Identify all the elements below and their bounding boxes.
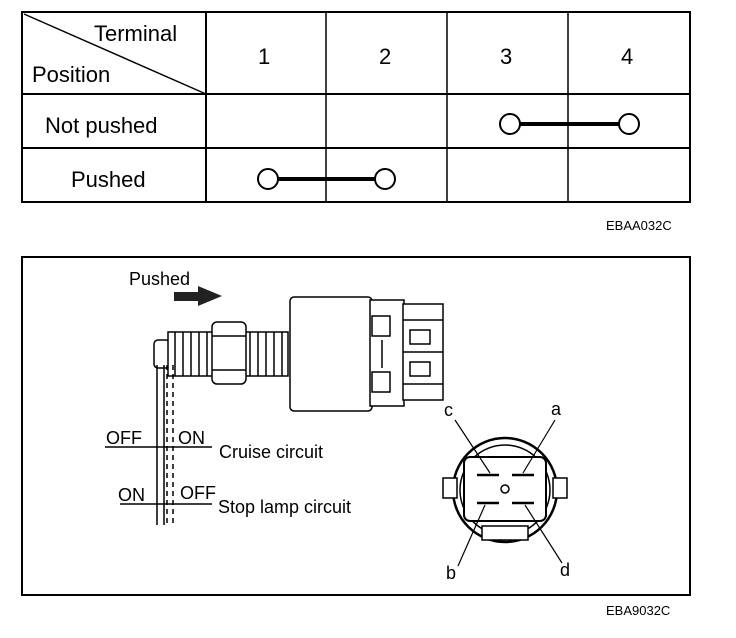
- row-not-pushed-label: Not pushed: [45, 113, 158, 138]
- stop-lamp-on-label: ON: [118, 485, 145, 505]
- terminal-4-label: 4: [621, 44, 634, 69]
- connection-not-pushed-3-4: [499, 113, 640, 135]
- table-figure-code: EBAA032C: [606, 218, 672, 233]
- cruise-on-label: ON: [178, 428, 205, 448]
- cruise-off-label: OFF: [106, 428, 142, 448]
- terminal-3-label: 3: [500, 44, 513, 69]
- cruise-circuit-label: Cruise circuit: [219, 442, 324, 462]
- row-pushed-label: Pushed: [71, 167, 146, 192]
- diagram-figure-code: EBA9032C: [606, 603, 671, 618]
- connector-face: [442, 436, 568, 544]
- connection-pushed-1-2: [257, 168, 396, 190]
- pin-c-label: c: [444, 400, 453, 420]
- diagram-border: [21, 256, 691, 596]
- switch-table: [21, 11, 691, 203]
- stop-lamp-switch-body: [153, 296, 444, 412]
- stop-lamp-circuit-label: Stop lamp circuit: [218, 497, 352, 517]
- table-border: [21, 11, 691, 203]
- pin-d-label: d: [560, 560, 571, 580]
- stop-lamp-off-label: OFF: [180, 483, 216, 503]
- pin-b-label: b: [446, 563, 457, 583]
- terminal-2-label: 2: [379, 44, 392, 69]
- pushed-label: Pushed: [129, 269, 191, 289]
- pin-leader-lines: [454, 419, 563, 567]
- header-terminal-label: Terminal: [94, 21, 178, 46]
- plunger-wires: [156, 365, 174, 525]
- header-position-label: Position: [32, 62, 111, 87]
- terminal-1-label: 1: [258, 44, 271, 69]
- pushed-arrow-icon: [174, 286, 222, 306]
- pin-a-label: a: [551, 399, 562, 419]
- header-diagonal: [23, 13, 207, 95]
